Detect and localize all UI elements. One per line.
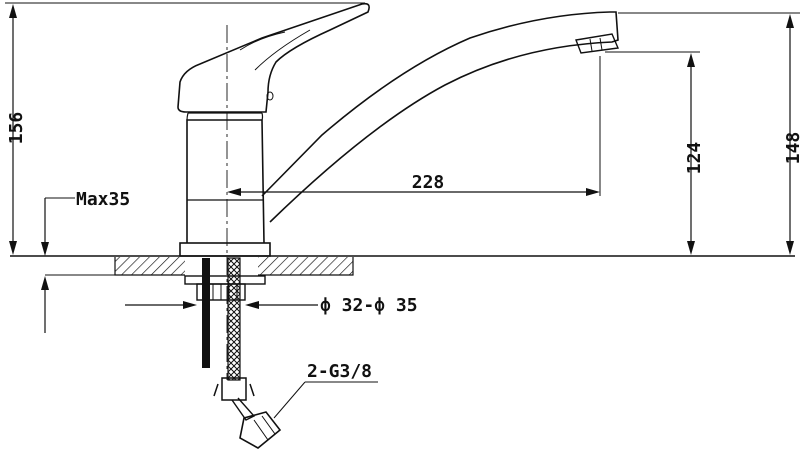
spout xyxy=(261,11,620,223)
faucet-body xyxy=(179,112,271,257)
mounting-hardware xyxy=(184,257,282,449)
dim-spout-reach xyxy=(227,56,601,196)
dim-total-height-label: 156 xyxy=(6,112,27,145)
dim-spout-height-label: 124 xyxy=(684,142,705,175)
connection-thread-label: 2-G3/8 xyxy=(307,361,372,382)
braided-hose xyxy=(227,257,241,381)
dim-total-height xyxy=(5,2,365,255)
dim-overall-height xyxy=(618,12,800,255)
hose-fitting xyxy=(213,377,255,401)
countertop xyxy=(10,255,795,276)
lever-handle xyxy=(177,2,370,113)
dim-spout-height xyxy=(605,51,700,255)
dim-spout-reach-label: 228 xyxy=(412,172,445,193)
dim-overall-height-label: 148 xyxy=(783,132,800,165)
dim-counter-thickness xyxy=(41,197,75,333)
dim-counter-thickness-label: Max35 xyxy=(76,189,130,210)
dim-mount-hole xyxy=(125,301,318,309)
dim-mount-hole-label: ф 32-ф 35 xyxy=(320,295,418,316)
leader-connection-thread xyxy=(273,381,378,419)
